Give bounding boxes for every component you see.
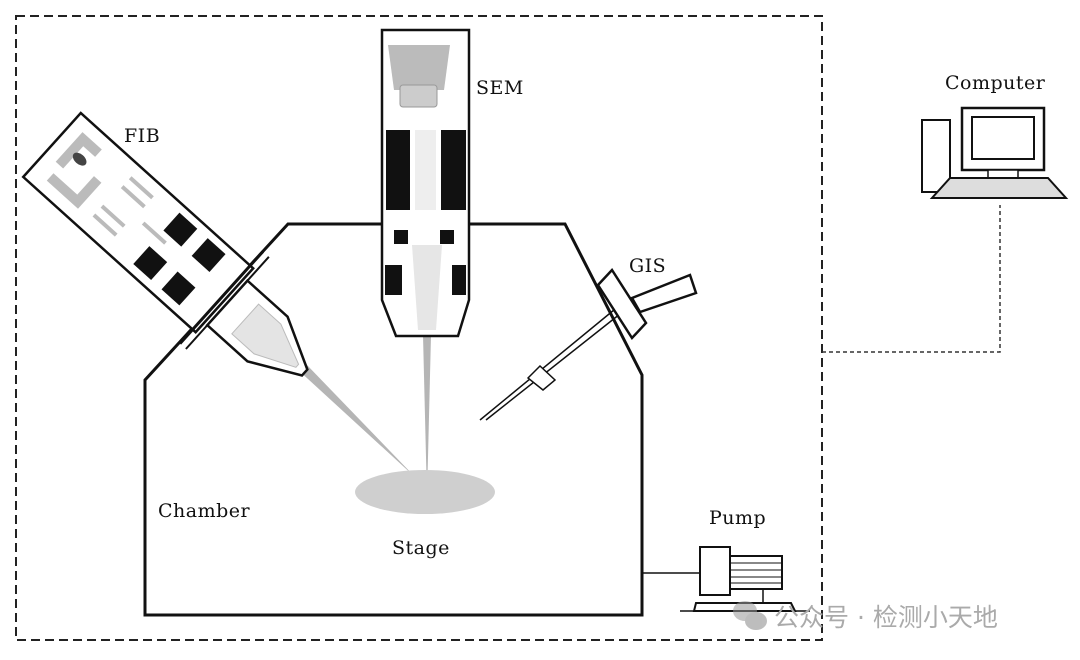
stage: [355, 470, 495, 514]
pump-icon: [642, 546, 810, 612]
fib-column: [21, 111, 309, 377]
sem-column: [380, 28, 471, 338]
fib-label: FIB: [124, 125, 160, 147]
fib-beam: [296, 364, 416, 478]
stage-label: Stage: [392, 537, 450, 559]
chamber-label: Chamber: [158, 500, 251, 522]
sem-beam: [423, 335, 431, 498]
gis-label: GIS: [629, 255, 666, 277]
pump-label: Pump: [709, 507, 766, 529]
watermark-text: 公众号 · 检测小天地: [774, 603, 998, 632]
wechat-icon: [733, 601, 767, 630]
system-boundary: [15, 15, 823, 641]
sem-label: SEM: [476, 77, 524, 99]
gis-injector: [479, 267, 698, 421]
computer-connection: [822, 205, 1001, 353]
chamber: [143, 222, 644, 617]
computer-label: Computer: [945, 72, 1046, 94]
computer-icon: [921, 106, 1069, 199]
